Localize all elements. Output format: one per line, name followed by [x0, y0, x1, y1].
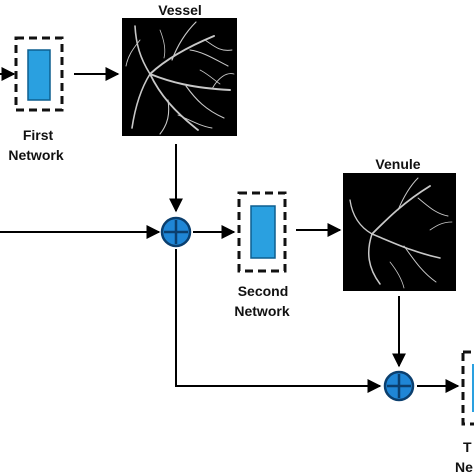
sum-node-1 — [160, 216, 192, 248]
vessel-image — [122, 18, 237, 136]
connectors — [0, 67, 460, 393]
third-network-label-line1: T — [463, 439, 472, 455]
first-network-label-line1: First — [23, 127, 54, 143]
second-network-label-line1: Second — [238, 283, 289, 299]
second-network-block — [237, 191, 287, 273]
venule-label: Venule — [375, 156, 420, 172]
arrow-sum-1-to-sum-2 — [175, 249, 382, 393]
first-network-icon — [27, 49, 51, 101]
third-network-block — [461, 350, 474, 426]
sum-node-2 — [383, 370, 415, 402]
vessel-label: Vessel — [158, 2, 202, 18]
first-network-label-line2: Network — [8, 147, 63, 163]
third-network-label-line2: Ne — [455, 459, 473, 474]
second-network-icon — [250, 205, 276, 259]
second-network-label-line2: Network — [234, 303, 289, 319]
first-network-block — [14, 36, 64, 112]
third-network-icon — [472, 364, 474, 412]
venule-image — [343, 173, 456, 291]
